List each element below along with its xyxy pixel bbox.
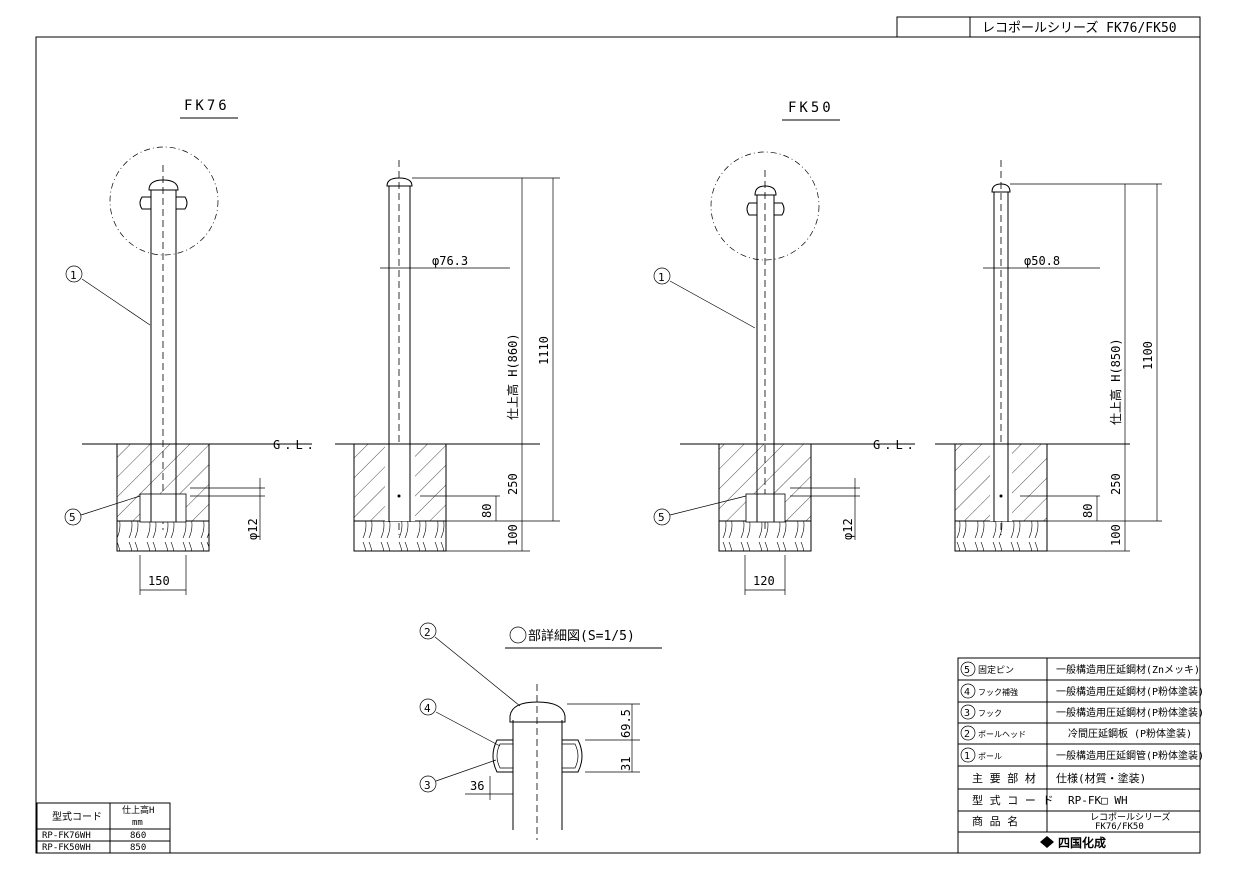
detail-circle bbox=[109, 146, 219, 256]
fk76-embed: 250 bbox=[506, 473, 520, 495]
detail-view: 部詳細図(S=1/5) 69.5 31 36 2 4 3 bbox=[419, 622, 662, 840]
detail-dim-69-5: 69.5 bbox=[619, 709, 633, 738]
part-name-3: フック bbox=[978, 709, 1002, 718]
main-material-label: 主 要 部 材 bbox=[972, 771, 1036, 785]
series-title: レコポールシリーズ FK76/FK50 bbox=[982, 20, 1177, 36]
sheet-border bbox=[35, 36, 1201, 854]
title-strip bbox=[896, 16, 1201, 38]
fk50-base: 100 bbox=[1109, 524, 1123, 546]
balloon-2: 2 bbox=[424, 626, 431, 639]
part-spec-4: 一般構造用圧延鋼材(P粉体塗装) bbox=[1056, 685, 1204, 698]
svg-text:4: 4 bbox=[964, 687, 970, 698]
svg-text:2: 2 bbox=[964, 729, 970, 740]
fk50-pin-dia: φ12 bbox=[841, 518, 855, 540]
fk76-pin-depth: 80 bbox=[480, 504, 494, 518]
code-header: 型式コード bbox=[52, 810, 102, 823]
height-header-2: mm bbox=[132, 818, 143, 828]
product-value-2: FK76/FK50 bbox=[1095, 822, 1144, 832]
fk76-total: 1110 bbox=[537, 336, 551, 365]
part-name-1: ポール bbox=[978, 752, 1002, 761]
fk76-label: FK76 bbox=[184, 98, 230, 114]
svg-text:5: 5 bbox=[964, 665, 970, 676]
maker-logo: 四国化成 bbox=[1040, 835, 1106, 850]
balloon-5: 5 bbox=[69, 511, 76, 524]
svg-text:1: 1 bbox=[658, 271, 665, 284]
product-value-1: レコポールシリーズ bbox=[1090, 811, 1171, 823]
detail-dim-36: 36 bbox=[470, 779, 484, 793]
height-row-2: 850 bbox=[130, 843, 146, 853]
part-spec-3: 一般構造用圧延鋼材(P粉体塗装) bbox=[1056, 706, 1204, 719]
fk50-pin-depth: 80 bbox=[1081, 504, 1095, 518]
balloon-4: 4 bbox=[424, 702, 431, 715]
fk50-height-finish: 仕上高 H(850) bbox=[1108, 338, 1123, 425]
fk50-label: FK50 bbox=[788, 100, 834, 116]
svg-text:1: 1 bbox=[964, 751, 970, 762]
height-header-1: 仕上高H bbox=[122, 804, 154, 816]
code-row-2: RP-FK50WH bbox=[42, 843, 91, 853]
gl-label-right: G.L. bbox=[873, 438, 918, 452]
svg-text:3: 3 bbox=[964, 708, 970, 719]
fk76-base: 100 bbox=[506, 524, 520, 546]
fk76-pin-dia: φ12 bbox=[246, 518, 260, 540]
part-spec-5: 一般構造用圧延鋼材(Znメッキ) bbox=[1056, 663, 1200, 676]
maker-name: 四国化成 bbox=[1058, 835, 1106, 850]
code-table: 型式コード 仕上高H mm RP-FK76WH 860 RP-FK50WH 85… bbox=[36, 802, 171, 854]
fk50-width-dim: 120 bbox=[753, 574, 775, 588]
fk50-total: 1100 bbox=[1141, 341, 1155, 370]
detail-title: 部詳細図(S=1/5) bbox=[528, 628, 635, 644]
fk50-dimension-view: G.L. φ50.8 仕上高 H(850) 1100 250 100 80 φ1… bbox=[790, 160, 1162, 552]
part-name-5: 固定ピン bbox=[978, 664, 1014, 676]
fk76-dimension-view: G.L. φ76.3 仕上高 H(860) 1110 250 100 80 φ1… bbox=[190, 160, 560, 552]
product-label: 商 品 名 bbox=[972, 814, 1018, 828]
part-spec-1: 一般構造用圧延鋼管(P粉体塗装) bbox=[1056, 749, 1204, 762]
balloon-3: 3 bbox=[424, 779, 431, 792]
fk50-embed: 250 bbox=[1109, 473, 1123, 495]
fk76-elevation-view: FK76 1 5 150 bbox=[64, 98, 312, 595]
gl-label-left: G.L. bbox=[273, 438, 318, 452]
parts-table: 5 固定ピン 一般構造用圧延鋼材(Znメッキ) 4 フック補強 一般構造用圧延鋼… bbox=[957, 657, 1204, 854]
balloon-1: 1 bbox=[70, 269, 77, 282]
fk76-diameter: φ76.3 bbox=[432, 254, 468, 268]
model-label: 型 式 コ ー ド bbox=[972, 793, 1054, 807]
part-spec-2: 冷間圧延鋼板 (P粉体塗装) bbox=[1068, 727, 1192, 740]
detail-dim-31: 31 bbox=[619, 757, 633, 771]
fk76-width-dim: 150 bbox=[148, 574, 170, 588]
svg-text:5: 5 bbox=[658, 511, 665, 524]
fk50-elevation-view: FK50 1 5 120 bbox=[653, 100, 915, 595]
fk50-diameter: φ50.8 bbox=[1024, 254, 1060, 268]
fk76-height-finish: 仕上高 H(860) bbox=[505, 333, 520, 420]
spec-label: 仕様(材質・塗装) bbox=[1056, 771, 1146, 785]
code-row-1: RP-FK76WH bbox=[42, 831, 91, 841]
height-row-1: 860 bbox=[130, 831, 146, 841]
detail-symbol-circle bbox=[509, 626, 527, 644]
part-name-2: ポールヘッド bbox=[978, 730, 1026, 739]
model-value: RP-FK□ WH bbox=[1068, 794, 1128, 807]
part-name-4: フック補強 bbox=[978, 687, 1018, 697]
